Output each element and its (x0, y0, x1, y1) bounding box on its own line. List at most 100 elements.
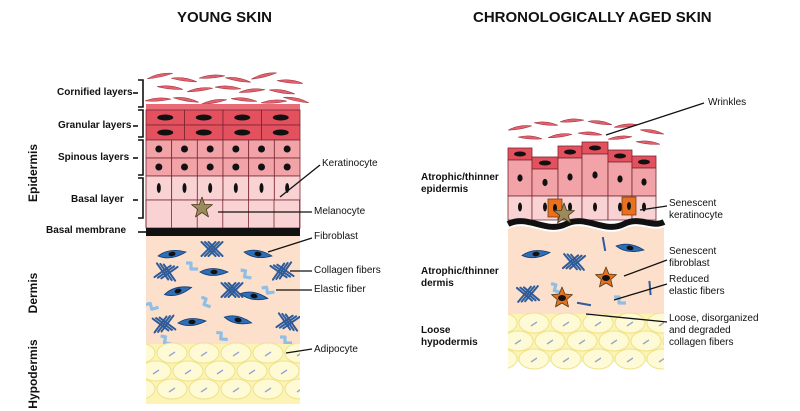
aged-collagen-fiber (561, 253, 587, 271)
line-degraded-collagen (585, 313, 668, 323)
aged-spinous-nucleus (517, 174, 523, 182)
aged-hypodermis-adipocyte (662, 336, 664, 346)
line-senescent-fibroblast (623, 259, 668, 277)
cornified-layers-label: Cornified layers (57, 87, 133, 98)
young-hypodermis-adipocyte (220, 342, 252, 364)
bracket-cornified (138, 79, 144, 108)
young-hypodermis-adipocyte-nucleus (313, 370, 319, 374)
young-granular-row2-nucleus (234, 129, 251, 136)
aged-skin-block (506, 118, 666, 370)
aged-hypodermis-adipocyte (630, 330, 662, 352)
aged-granular-nucleus (614, 153, 626, 159)
young-collagen-fiber-strand (200, 241, 217, 257)
young-corneocyte (201, 99, 227, 105)
aged-hypodermis-adipocyte-nucleus (562, 357, 570, 363)
aged-hypodermis-adipocyte (508, 313, 518, 333)
young-elastic-fiber (186, 261, 198, 271)
aged-hypodermis-adipocyte (582, 348, 614, 370)
young-collagen-fiber (151, 314, 177, 334)
spinous-layers-label: Spinous layers (58, 152, 130, 163)
young-spinous-row1-nucleus (155, 145, 163, 153)
young-collagen-fiber-strand (220, 282, 237, 298)
young-hypodermis-adipocyte-nucleus (296, 353, 300, 357)
young-corneocyte (225, 77, 251, 83)
aged-spinous-nucleus (567, 173, 573, 181)
young-hypodermis-adipocyte (156, 342, 188, 364)
elastic-fiber-label: Elastic fiber (314, 284, 366, 295)
young-hypodermis-adipocyte (146, 379, 156, 399)
aged-granular-nucleus (514, 151, 526, 157)
young-collagen-fiber-strand (207, 241, 224, 257)
aged-hypodermis-adipocyte (550, 312, 582, 334)
aged-corneocyte (548, 133, 572, 138)
aged-fibroblast-nucleus (626, 245, 634, 251)
young-basal-row-nucleus (182, 183, 187, 193)
aged-hypodermis (508, 312, 664, 370)
young-spinous-row2-nucleus (155, 163, 163, 171)
aged-corneocyte (577, 131, 603, 136)
young-corneocyte (260, 99, 288, 104)
young-elastic-fiber (261, 285, 275, 295)
aged-senescent-keratinocyte-nucleus (627, 202, 631, 210)
aged-hypodermis-adipocyte (508, 349, 518, 369)
young-collagen-fiber (220, 282, 244, 298)
young-hypodermis-adipocyte-nucleus (248, 369, 256, 375)
young-hypodermis-adipocyte-nucleus (232, 351, 240, 357)
young-hypodermis-adipocyte (236, 360, 268, 382)
young-collagen-fiber (153, 262, 179, 282)
young-collagen-fiber-strand (157, 315, 171, 333)
young-hypodermis-adipocyte (188, 342, 220, 364)
aged-hypodermis-adipocyte-nucleus (578, 339, 586, 345)
aged-hypodermis-adipocyte (646, 312, 664, 334)
young-corneocyte (157, 85, 184, 90)
young-basal-row-nucleus (259, 183, 264, 193)
young-corneocyte-band (146, 104, 300, 110)
aged-corneocyte (508, 125, 532, 131)
young-hypodermis-adipocyte-nucleus (200, 351, 208, 357)
young-elastic-fiber (240, 268, 252, 280)
aged-hypodermis-adipocyte-nucleus (514, 339, 522, 345)
aged-spinous-nucleus (617, 175, 623, 183)
aged-basal-nucleus (518, 202, 522, 212)
melanocyte-label: Melanocyte (314, 206, 366, 217)
young-hypodermis-adipocyte (301, 361, 331, 381)
young-hypodermis-adipocyte-nucleus (184, 369, 192, 375)
young-fibroblast-nucleus (254, 251, 262, 257)
degraded-collagen-label-line3: collagen fibers (669, 337, 734, 348)
young-corneocyte (144, 97, 172, 102)
young-spinous-layer (145, 139, 301, 177)
young-hypodermis-adipocyte-nucleus (137, 352, 143, 356)
young-hypodermis-adipocyte (268, 360, 300, 382)
aged-dermis-label-line2: dermis (421, 278, 454, 289)
young-hypodermis-adipocyte-nucleus (200, 387, 208, 393)
basal-membrane-label: Basal membrane (46, 225, 127, 236)
young-hypodermis-adipocyte-nucleus (216, 369, 224, 375)
aged-granular-nucleus (564, 149, 576, 155)
young-hypodermis-adipocyte (284, 342, 300, 364)
young-spinous-row1-nucleus (283, 145, 291, 153)
keratinocyte-label: Keratinocyte (322, 158, 378, 169)
aged-corneocyte (635, 140, 661, 145)
senescent-fibroblast-label-line1: Senescent (669, 246, 717, 257)
aged-melanocyte-cell (553, 202, 575, 224)
aged-hypodermis-adipocyte-nucleus (594, 357, 602, 363)
young-corneocyte (171, 77, 197, 83)
aged-elastic-fiber (614, 295, 626, 305)
aged-degraded-collagen (648, 280, 652, 296)
young-fibroblast-nucleus (188, 319, 196, 325)
degraded-collagen-label-line2: and degraded (669, 325, 731, 336)
young-collagen-fiber-strand (204, 241, 220, 257)
aged-granular-nucleus (589, 145, 601, 151)
line-senescent-keratinocyte (639, 205, 668, 211)
young-hypodermis-adipocyte (220, 378, 252, 400)
aged-dermis-label-line1: Atrophic/thinner (421, 266, 499, 277)
reduced-elastic-label-line2: elastic fibers (669, 286, 725, 297)
young-granular-row2-nucleus (157, 129, 174, 136)
young-hypodermis-adipocyte (188, 378, 220, 400)
aged-corneocyte (607, 135, 633, 140)
young-basal-row-nucleus (208, 183, 213, 193)
young-collagen-fiber (200, 241, 224, 257)
aged-basal-nucleus (618, 202, 622, 212)
aged-hypodermis-adipocyte (566, 330, 598, 352)
aged-hypodermis-label-line2: hypodermis (421, 337, 478, 348)
